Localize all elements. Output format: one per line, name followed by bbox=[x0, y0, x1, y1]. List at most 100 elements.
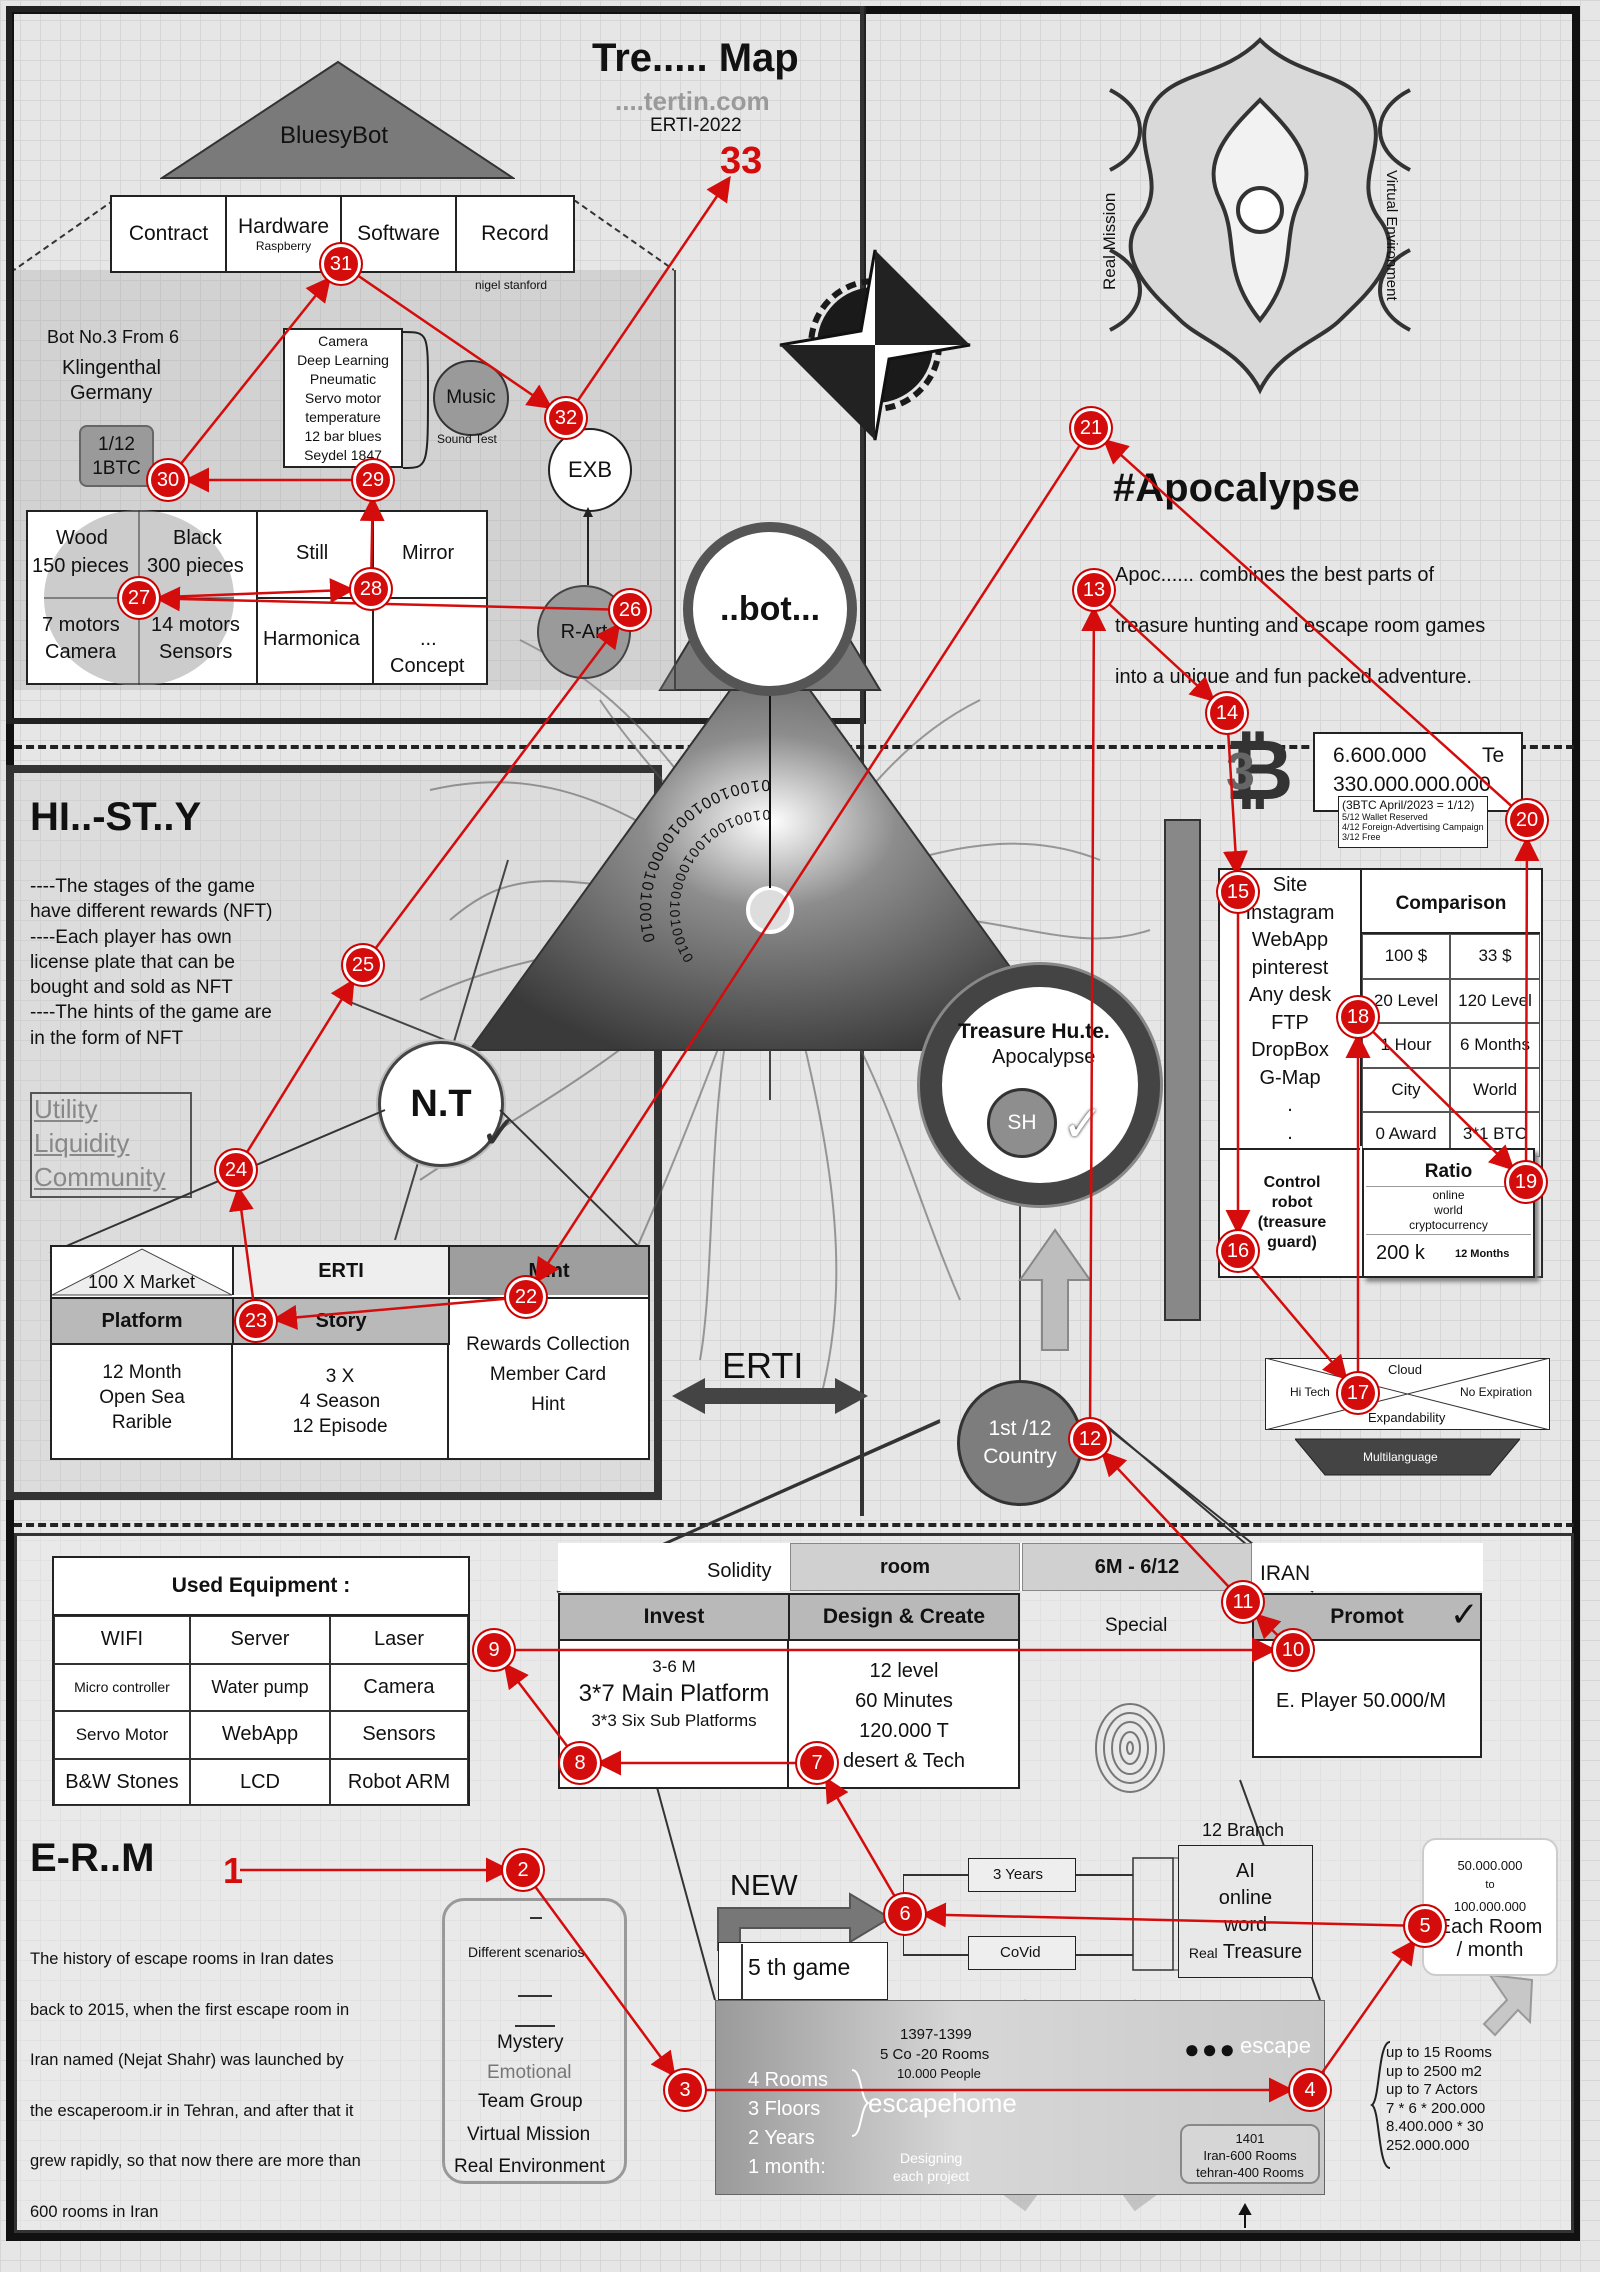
escapehome-brace bbox=[851, 2069, 870, 2137]
bot-circle[interactable]: ..bot... bbox=[683, 522, 857, 696]
bot-circle-label: ..bot... bbox=[719, 589, 821, 628]
ratio-line: cryptocurrency bbox=[1409, 1218, 1488, 1232]
link-utility[interactable]: Utility bbox=[34, 1094, 98, 1124]
equipment-cell: WebApp bbox=[190, 1711, 330, 1759]
route-badge: 24 bbox=[219, 1153, 253, 1187]
scenario-emotional: Emotional bbox=[487, 2062, 572, 2083]
special-label: Special bbox=[1105, 1615, 1168, 1636]
music-circle[interactable]: Music bbox=[433, 360, 509, 436]
scenario-team: Team Group bbox=[478, 2091, 583, 2112]
upto-line: up to 15 Rooms bbox=[1386, 2044, 1492, 2061]
room-cell: room bbox=[790, 1543, 1020, 1591]
market-cell: Hint bbox=[531, 1394, 565, 1415]
each-room-line: 100.000.000 bbox=[1453, 1899, 1527, 1914]
design-header: Design & Create bbox=[788, 1595, 1018, 1641]
erm-title: E-R..M bbox=[30, 1836, 155, 1880]
route-badge: 4 bbox=[1293, 2073, 1327, 2107]
side-label-right: Virtual Environment bbox=[1383, 170, 1400, 301]
control-divider bbox=[1220, 1148, 1360, 1150]
market-mint-spacer bbox=[448, 1297, 648, 1345]
comparison-cell: 20 Level bbox=[1362, 978, 1450, 1023]
start-number: 1 bbox=[223, 1850, 244, 1891]
r-art-label: R-Art bbox=[560, 620, 608, 643]
branch-line: AI bbox=[1236, 1860, 1255, 1882]
cloud-right: No Expiration bbox=[1460, 1385, 1533, 1399]
multilanguage-label: Multilanguage bbox=[1363, 1450, 1438, 1464]
treasure-title: Treasure Hu.te. bbox=[958, 1020, 1110, 1043]
country-line: 1st /12 bbox=[988, 1417, 1052, 1440]
ratio-box bbox=[1362, 1148, 1535, 1278]
link-community[interactable]: Community bbox=[34, 1162, 166, 1192]
solidity-label: Solidity bbox=[707, 1560, 772, 1582]
grid-harmonica: Harmonica bbox=[263, 628, 360, 650]
market-cell: Rarible bbox=[111, 1412, 173, 1433]
fifth-game-box bbox=[718, 1942, 888, 2000]
equipment-cell: Servo Motor bbox=[54, 1711, 190, 1759]
each-room-line: Each Room bbox=[1437, 1916, 1543, 1938]
invest-header: Invest bbox=[560, 1595, 788, 1641]
equipment-cell: Water pump bbox=[190, 1663, 330, 1711]
grid-dots: ... bbox=[420, 628, 437, 650]
country-circle[interactable]: 1st /12 Country bbox=[957, 1380, 1083, 1506]
comparison-cell: 100 $ bbox=[1362, 934, 1450, 979]
nt-circle[interactable]: N.T bbox=[378, 1041, 504, 1167]
market-cell: 3 X bbox=[325, 1366, 355, 1387]
upto-line: 7 * 6 * 200.000 bbox=[1386, 2099, 1486, 2117]
roof-label: BluesyBot bbox=[280, 122, 389, 149]
tab-record[interactable]: Record bbox=[481, 222, 549, 245]
ratio-lines: online world cryptocurrency bbox=[1366, 1186, 1531, 1235]
tab-contract[interactable]: Contract bbox=[112, 197, 227, 271]
ratio-value-unit: 12 Months bbox=[1455, 1248, 1510, 1260]
bitcoin-amount2: 330.000.000.000 bbox=[1333, 773, 1491, 796]
scenario-line bbox=[530, 1917, 542, 1919]
branch-treasure: Treasure bbox=[1222, 1941, 1303, 1963]
tab-software[interactable]: Software bbox=[342, 197, 457, 271]
exb-circle[interactable]: EXB bbox=[548, 428, 632, 512]
market-col-divider bbox=[231, 1345, 233, 1458]
cloud-bottom: Expandability bbox=[1368, 1410, 1446, 1425]
grid-black: Black bbox=[173, 527, 222, 549]
link-liquidity[interactable]: Liquidity bbox=[34, 1128, 130, 1158]
country-line: Country bbox=[983, 1445, 1057, 1468]
control-line: guard) bbox=[1267, 1234, 1317, 1251]
grid-sensors: Sensors bbox=[159, 641, 233, 663]
invest-line: 3-6 M bbox=[652, 1657, 696, 1676]
control-line: Control bbox=[1263, 1174, 1321, 1191]
comparison-cell: 120 Level bbox=[1450, 978, 1540, 1023]
bitcoin-note: (3BTC April/2023 = 1/12) bbox=[1342, 798, 1475, 812]
hardware-sub: Raspberry bbox=[255, 239, 312, 253]
promot-line: E. Player 50.000/M bbox=[1276, 1690, 1447, 1712]
comparison-cell: 33 $ bbox=[1450, 934, 1540, 979]
route-badge: 16 bbox=[1221, 1234, 1255, 1268]
route-badge: 28 bbox=[354, 572, 388, 606]
promot-check-icon: ✓ bbox=[1450, 1596, 1479, 1634]
apocalypse-desc-3: into a unique and fun packed adventure. bbox=[1115, 666, 1472, 688]
comparison-cell: 6 Months bbox=[1450, 1023, 1540, 1068]
roof bbox=[158, 60, 517, 180]
bitcoin-small: 4/12 Foreign-Advertising Campaign bbox=[1342, 822, 1484, 832]
site-item: . bbox=[1287, 1094, 1293, 1116]
covid-label: CoVid bbox=[1000, 1944, 1041, 1961]
spec-item: Servo motor bbox=[304, 390, 382, 406]
route-badge: 2 bbox=[506, 1853, 540, 1887]
grid-still: Still bbox=[296, 542, 329, 564]
erm-line: the escaperoom.ir in Tehran, and after t… bbox=[30, 2101, 354, 2120]
site-item: WebApp bbox=[1251, 929, 1329, 951]
route-badge: 3 bbox=[668, 2073, 702, 2107]
scenario-real: Real Environment bbox=[454, 2156, 606, 2177]
route-badge: 17 bbox=[1341, 1376, 1375, 1410]
escapehome-years: 1397-1399 bbox=[900, 2026, 972, 2043]
erm-line: grew rapidly, so that now there are more… bbox=[30, 2152, 361, 2170]
escapehome-stat: 3 Floors bbox=[748, 2098, 821, 2120]
escapehome-co: 5 Co -20 Rooms bbox=[880, 2046, 990, 2063]
side-label-left: Real Mission bbox=[1100, 192, 1119, 290]
invest-col-divider bbox=[787, 1641, 789, 1788]
route-badge: 27 bbox=[122, 581, 156, 615]
comparison-header: Comparison bbox=[1362, 876, 1540, 934]
treasure-circle[interactable] bbox=[920, 965, 1160, 1205]
market-mint: Mint bbox=[448, 1247, 648, 1295]
erti-arrow-label: ERTI bbox=[722, 1345, 804, 1386]
comparison-cell: City bbox=[1362, 1067, 1450, 1112]
cloud-top: Cloud bbox=[1388, 1362, 1422, 1377]
